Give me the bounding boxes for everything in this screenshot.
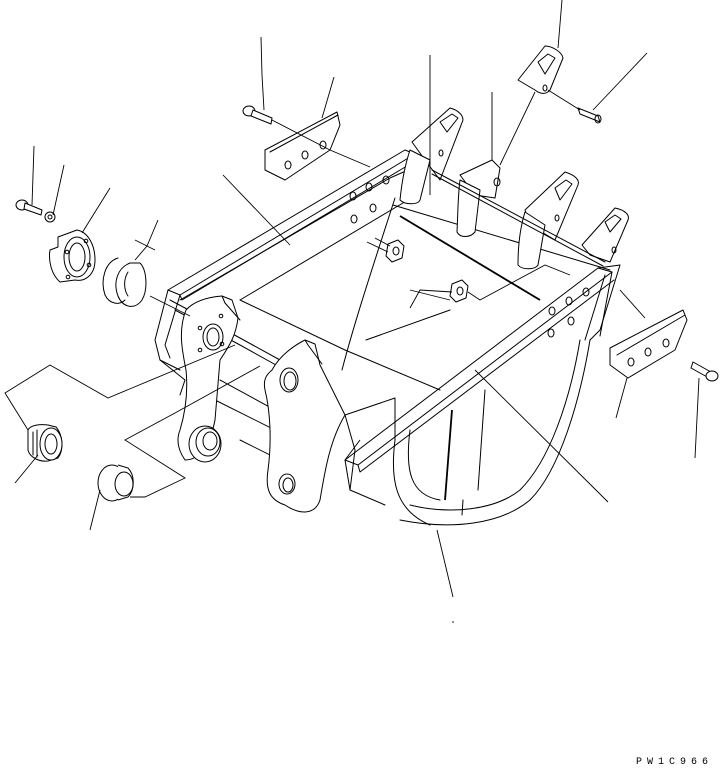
tooth-pin[interactable] [548,90,601,123]
tooth-rail-lower [432,174,603,266]
shim-set[interactable] [103,258,146,306]
drawing-id: PW1C966 [635,757,713,768]
bushing-upper[interactable] [28,425,62,461]
leader-lines [5,0,699,597]
washer[interactable] [45,212,55,222]
bucket-tooth-4[interactable] [582,208,628,262]
hinge-bracket-left[interactable] [178,296,240,462]
bucket-tooth-2[interactable] [457,160,500,237]
side-cutter-right[interactable] [610,310,687,378]
lock-nut-2[interactable] [450,280,468,302]
side-cutter-bolt-right[interactable] [691,362,718,381]
hinge-bracket-right[interactable] [264,340,345,512]
bucket-tooth-1[interactable] [400,108,463,204]
side-cutter-bolt-left[interactable] [243,106,272,124]
tooth-point-exploded[interactable] [518,46,563,93]
lock-nut-1[interactable] [386,240,404,262]
boss-bolt[interactable] [16,200,42,215]
bushing-lower[interactable] [98,465,133,501]
boss-plate[interactable] [49,230,95,282]
dot-mark [452,621,454,623]
tooth-rail [432,170,605,262]
